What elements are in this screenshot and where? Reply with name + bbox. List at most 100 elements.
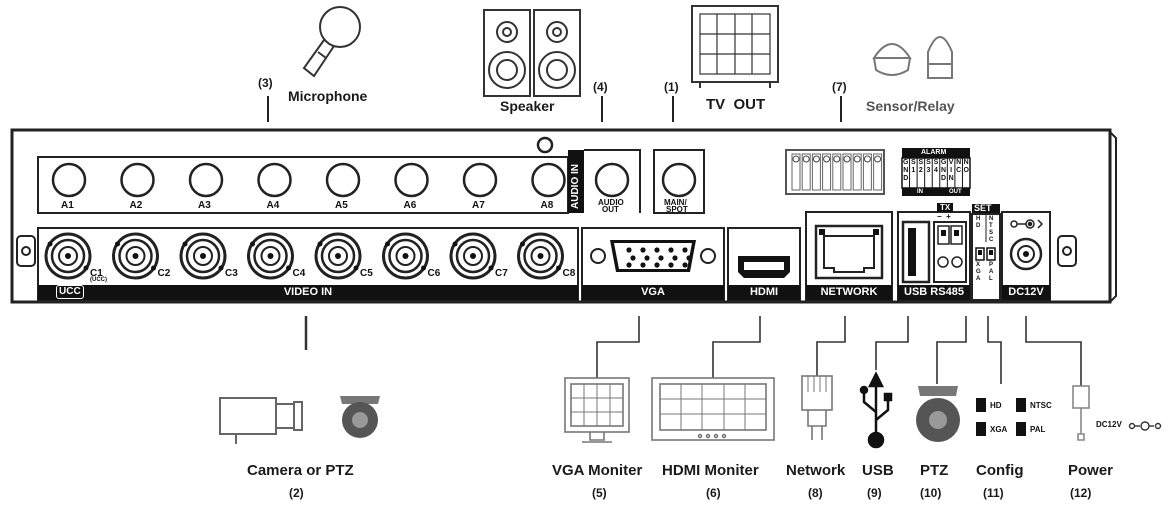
label-number-4: (4) [593, 80, 608, 94]
video-in-port-label: C4 [292, 268, 306, 279]
audio-out-label-1: AUDIO [598, 198, 624, 207]
label-number-11: (11) [983, 486, 1004, 500]
label-number-1: (1) [664, 80, 679, 94]
alarm-pin-label: N C [956, 159, 962, 174]
vga-bar: VGA [582, 285, 724, 300]
label-hdmi-monitor: HDMI Moniter [662, 462, 759, 479]
video-in-port-label: C2 [157, 268, 171, 279]
usb-rs485-bar: USB RS485 [898, 285, 970, 300]
relay-bulb-icon [927, 36, 953, 79]
audio-in-jack [51, 162, 87, 198]
label-number-5: (5) [592, 486, 607, 500]
config-pal-swatch [1016, 422, 1026, 436]
bnc-video-jack [382, 232, 429, 280]
label-dc12v-plug: DC12V [1096, 420, 1122, 429]
label-number-12: (12) [1070, 486, 1092, 500]
video-in-port-label: C8 [562, 268, 576, 279]
audio-in-port-label: A1 [61, 200, 74, 211]
config-ntsc-label: NTSC [1030, 401, 1052, 410]
ucc-badge: UCC [56, 285, 84, 299]
network-plug-icon [801, 375, 833, 440]
speaker-icon [483, 9, 581, 97]
vga-port [590, 240, 716, 272]
config-xga-label: XGA [990, 425, 1008, 434]
bnc-video-jack [314, 232, 362, 280]
set-xga: X G A [976, 262, 981, 282]
power-adapter-icon [1072, 385, 1090, 441]
bnc-video-jack [517, 232, 564, 280]
audio-in-port-label: A7 [472, 200, 485, 211]
config-ntsc-swatch [1016, 398, 1026, 412]
label-number-2: (2) [289, 486, 304, 500]
usb-icon [859, 371, 893, 449]
audio-in-port-label: A5 [335, 200, 348, 211]
label-number-3: (3) [258, 76, 273, 90]
alarm-pin-label: S 3 [926, 159, 931, 174]
alarm-pin-label: S 1 [910, 159, 916, 174]
label-config: Config [976, 462, 1024, 479]
label-microphone: Microphone [288, 88, 368, 104]
video-in-port-label: C7 [495, 268, 508, 279]
video-in-bar: VIDEO IN [38, 285, 578, 300]
video-in-label: VIDEO IN [283, 286, 333, 298]
rs485-terminal [933, 221, 967, 283]
dc12v-label: DC12V [1008, 286, 1044, 298]
usb-port [901, 220, 931, 284]
alarm-pin-label: S 4 [933, 159, 939, 174]
alarm-out-label: OUT [949, 189, 962, 195]
label-network: Network [786, 462, 846, 479]
audio-in-label: AUDIO IN [570, 164, 581, 209]
audio-out-label-2: OUT [602, 205, 619, 214]
hdmi-bar: HDMI [728, 285, 800, 300]
label-number-7: (7) [832, 80, 847, 94]
usb-rs485-label: USB RS485 [904, 286, 964, 298]
alarm-pin-label: S 2 [918, 159, 924, 174]
config-hd-swatch [976, 398, 986, 412]
config-pal-label: PAL [1030, 425, 1046, 434]
bnc-video-jack [179, 232, 227, 280]
audio-in-port-label: A2 [129, 200, 143, 211]
dc-polarity-small-icon [1128, 421, 1162, 431]
ucc-sub-label: (UCC) [90, 277, 107, 283]
alarm-pin-label: G N D [940, 159, 947, 182]
label-tv-out: TV OUT [706, 96, 766, 113]
sensor-dome-icon [872, 43, 912, 76]
set-label: SET [974, 203, 992, 213]
camera-icon [219, 397, 303, 444]
video-in-port-label: C3 [225, 268, 238, 279]
config-xga-swatch [976, 422, 986, 436]
audio-in-jack [188, 162, 224, 198]
label-usb: USB [862, 462, 894, 479]
set-pal: P A L [989, 262, 994, 282]
config-hd-label: HD [990, 401, 1002, 410]
label-number-10: (10) [920, 486, 942, 500]
audio-in-jack [531, 162, 566, 198]
network-label: NETWORK [820, 286, 878, 298]
rj45-port [814, 224, 884, 280]
audio-in-jack [462, 162, 498, 198]
label-number-9: (9) [867, 486, 882, 500]
bnc-video-jack [247, 232, 294, 280]
set-ntsc: N T S C [989, 216, 994, 243]
main-spot-label-1: MAIN/ [664, 198, 687, 207]
bnc-video-jack [112, 232, 159, 280]
alarm-pin-label: V I N [948, 159, 954, 182]
alarm-label: ALARM [921, 149, 947, 156]
vga-label: VGA [641, 286, 665, 298]
alarm-pin-label: G N D [903, 159, 909, 182]
label-ptz: PTZ [920, 462, 949, 479]
main-spot-label-2: SPOT [666, 205, 688, 214]
dc-power-jack [1009, 237, 1043, 271]
hdmi-port [738, 256, 790, 278]
ground-screw [536, 136, 554, 154]
network-bar: NETWORK [806, 285, 892, 300]
alarm-pin-label: N O [963, 159, 969, 174]
audio-in-port-label: A3 [198, 200, 211, 211]
audio-in-jack [257, 162, 292, 198]
label-number-8: (8) [808, 486, 823, 500]
audio-in-jack [120, 162, 155, 198]
dc-polarity-icon [1010, 219, 1044, 229]
video-in-port-label: C6 [427, 268, 441, 279]
tv-monitor-icon [691, 5, 779, 88]
